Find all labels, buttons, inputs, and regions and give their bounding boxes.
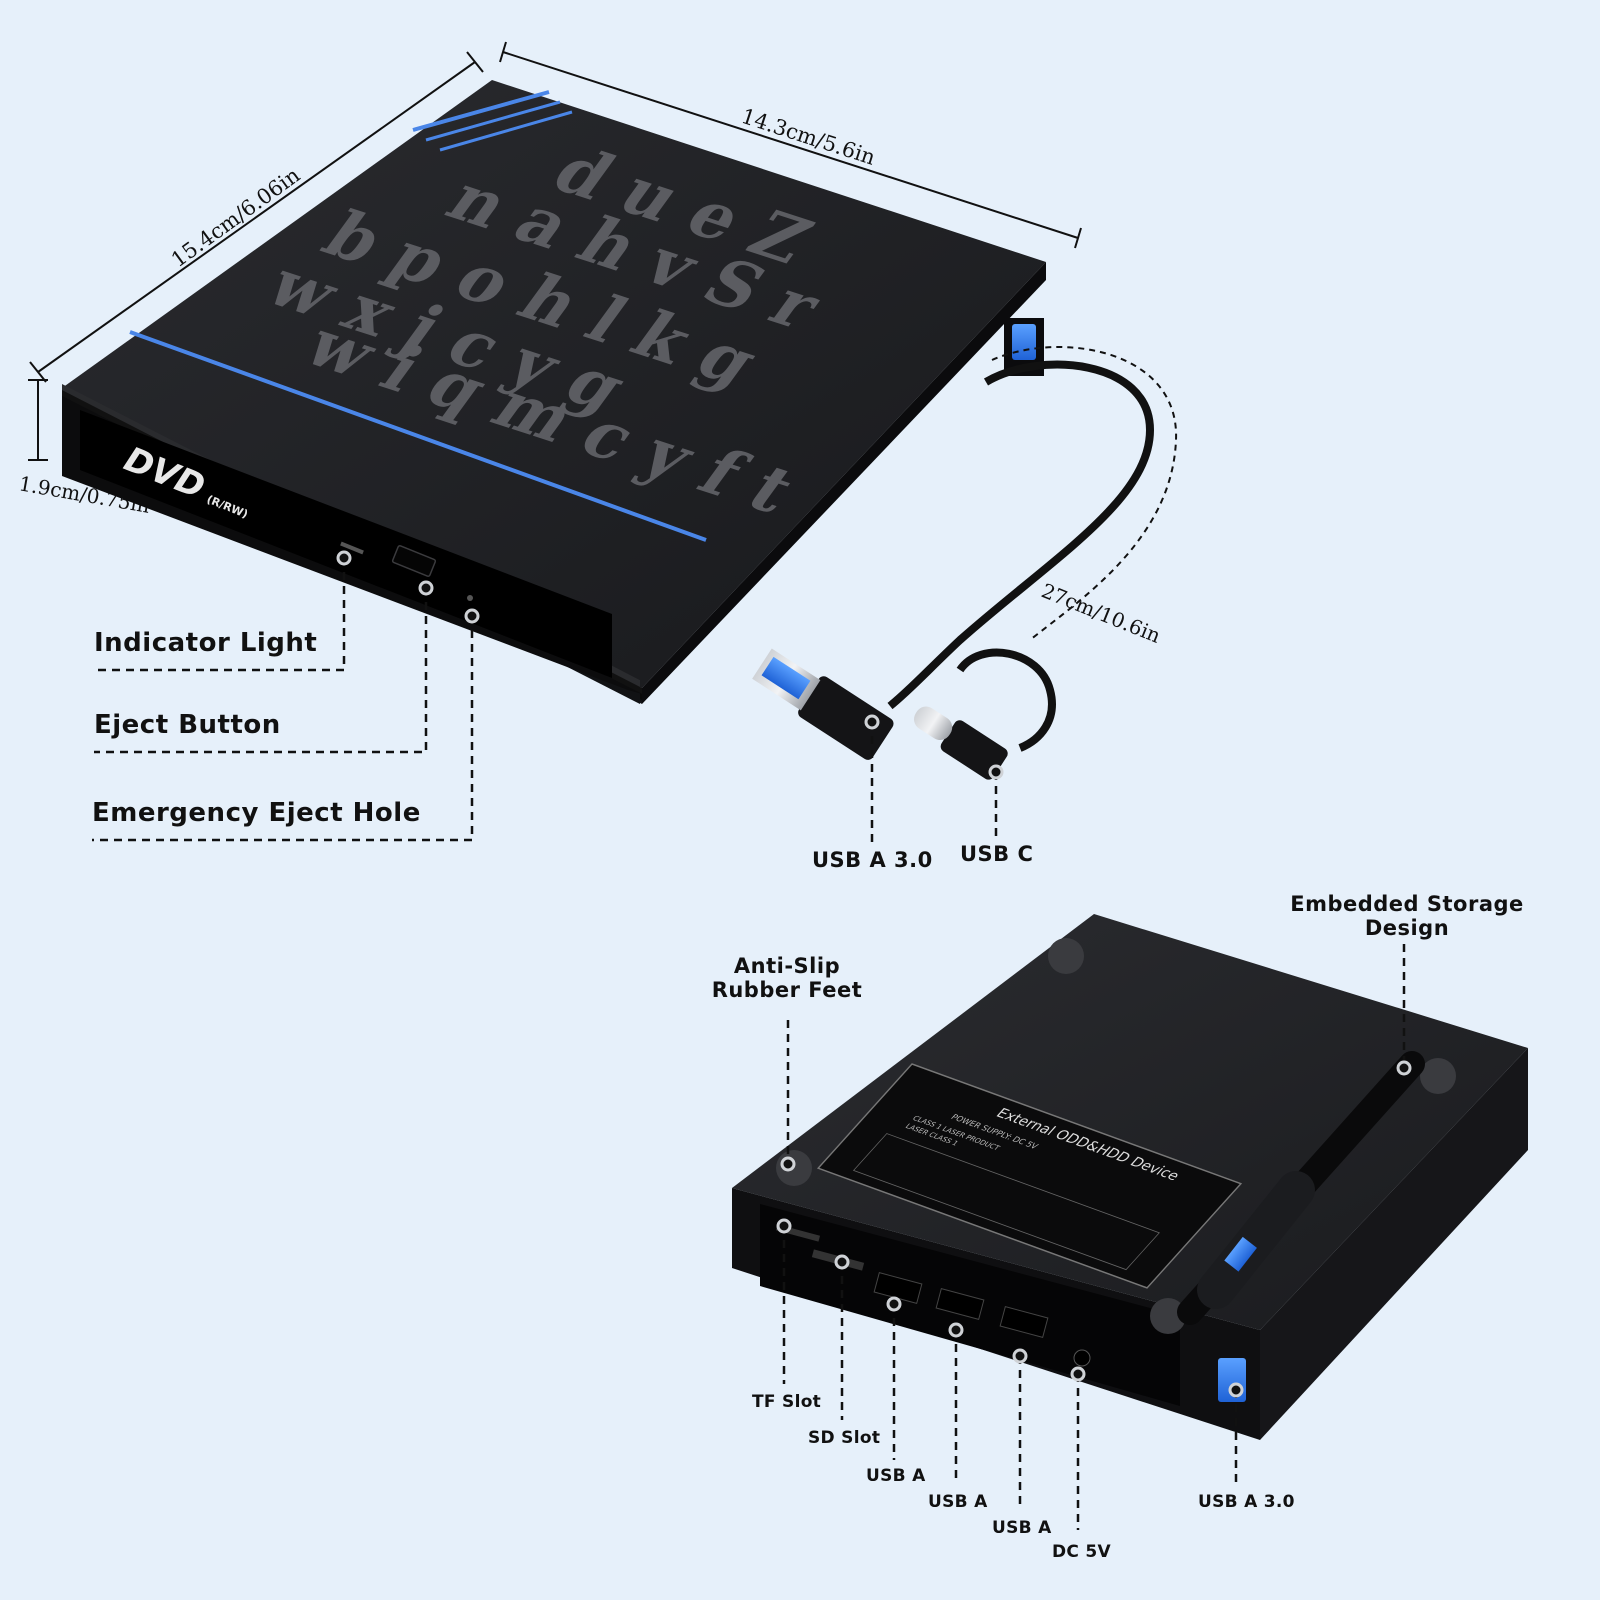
- rubber-foot: [1150, 1298, 1186, 1334]
- eject-button-label: Eject Button: [94, 710, 281, 740]
- usb-a-label: USB A 3.0: [812, 848, 933, 872]
- drive-lid: [62, 80, 1046, 688]
- rubber-feet-label-line-2: Rubber Feet: [711, 978, 863, 1002]
- usb-cable: [887, 346, 1178, 752]
- indicator-light: [340, 541, 364, 555]
- rubber-foot: [1420, 1058, 1456, 1094]
- dc-5v-label: DC 5V: [1052, 1542, 1111, 1562]
- dc-jack: [1073, 1349, 1091, 1367]
- storage-design-label-line-1: Embedded Storage: [1290, 892, 1524, 916]
- emergency-eject-label: Emergency Eject Hole: [92, 798, 421, 828]
- bottom-callout-leaders: [782, 944, 1406, 1530]
- indicator-light-label: Indicator Light: [94, 628, 318, 658]
- usb-a-label-2: USB A: [928, 1492, 988, 1512]
- storage-design-label-line-2: Design: [1364, 916, 1450, 940]
- drive-right-side: [642, 262, 1046, 704]
- emergency-eject-hole: [467, 595, 473, 601]
- usb-a-connector: [752, 648, 894, 760]
- usb-c-label: USB C: [960, 842, 1034, 866]
- rubber-foot: [1048, 938, 1084, 974]
- rubber-feet-label-line-1: Anti-Slip: [733, 954, 841, 978]
- usb-a-port-2: [935, 1288, 985, 1320]
- dimension-lines: [28, 41, 1082, 461]
- front-callout-leaders: [92, 558, 474, 842]
- tf-slot-label: TF Slot: [752, 1392, 822, 1412]
- usb-c-connector: [914, 706, 1008, 780]
- lid-accent-stripe: [129, 330, 707, 542]
- sd-slot-label: SD Slot: [808, 1428, 881, 1448]
- rubber-feet-label: Anti-Slip Rubber Feet: [702, 954, 872, 1002]
- connector-callout-leaders: [870, 722, 998, 842]
- usb-a-label-3: USB A: [992, 1518, 1052, 1538]
- dvd-drive-bottom-view: External ODD&HDD Device POWER SUPPLY: DC…: [732, 914, 1528, 1440]
- eject-button[interactable]: [391, 545, 437, 577]
- usb-a-port-3: [999, 1306, 1049, 1338]
- cable-length-dimension: 27cm/10.6in: [1038, 578, 1164, 648]
- storage-design-label: Embedded Storage Design: [1282, 892, 1532, 940]
- width-dimension: 14.3cm/5.6in: [738, 104, 878, 170]
- usb-a30-side-label: USB A 3.0: [1198, 1492, 1295, 1512]
- usb-a-label-1: USB A: [866, 1466, 926, 1486]
